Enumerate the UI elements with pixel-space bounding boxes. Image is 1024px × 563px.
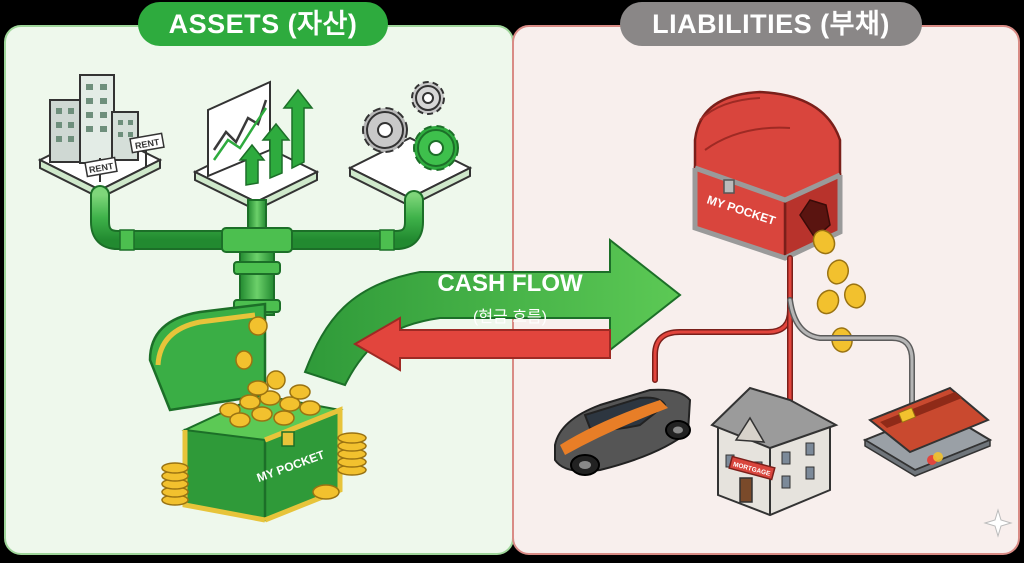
liability-treasure-chest: MY POCKET	[692, 90, 843, 261]
rent-sign-2-text: RENT	[134, 137, 160, 151]
business-platform	[347, 81, 473, 208]
building-icon	[49, 74, 139, 164]
sports-car-icon	[554, 388, 692, 476]
coin-stacks	[161, 432, 367, 506]
sparkle-icon	[983, 508, 1013, 538]
liabilities-title: LIABILITIES (부채)	[620, 2, 922, 46]
credit-cards-icon	[862, 386, 993, 477]
asset-pipes	[90, 185, 424, 316]
asset-treasure-chest: MY POCKET	[148, 302, 367, 523]
cash-flow-sublabel: (현금 흐름)	[473, 309, 547, 326]
coin-pile	[219, 316, 321, 428]
liability-pipes	[652, 255, 915, 408]
stocks-platform	[192, 80, 320, 212]
rent-sign-1: RENT	[84, 156, 118, 182]
up-arrows-icon	[238, 88, 314, 186]
rent-sign-1-text: RENT	[88, 161, 114, 175]
rent-sign-2: RENT	[129, 132, 165, 168]
cash-flow-label: CASH FLOW	[437, 270, 583, 297]
gears-icon	[362, 81, 459, 171]
cash-flow-arrow-out	[353, 316, 611, 372]
house-icon: MORTGAGE	[710, 386, 839, 517]
real-estate-platform: RENT RENT	[37, 74, 165, 200]
assets-title: ASSETS (자산)	[138, 2, 388, 46]
